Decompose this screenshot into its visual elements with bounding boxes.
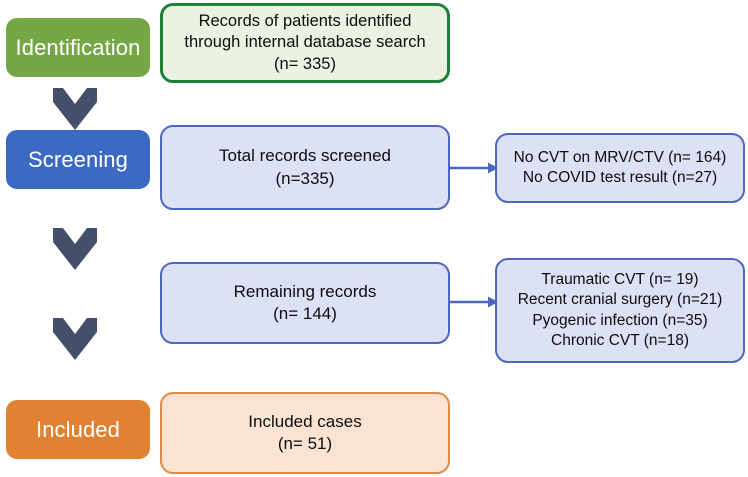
node-excluded-screening: No CVT on MRV/CTV (n= 164) No COVID test… <box>495 133 745 203</box>
node-excluded-screening-line1: No CVT on MRV/CTV (n= 164) <box>513 148 727 166</box>
stage-label-included: Included <box>6 400 150 459</box>
node-included-cases: Included cases (n= 51) <box>160 392 450 474</box>
node-remaining-records-line1: Remaining records <box>233 281 377 301</box>
node-excluded-remaining-line2: Recent cranial surgery (n=21) <box>517 291 723 309</box>
node-total-records-screened-line1: Total records screened <box>219 146 391 166</box>
node-records-identified-line1: Records of patients identified <box>198 11 412 30</box>
node-included-cases-count: (n= 51) <box>277 434 333 453</box>
node-excluded-remaining: Traumatic CVT (n= 19) Recent cranial sur… <box>495 258 745 363</box>
chevron-down-icon-3 <box>53 318 97 360</box>
arrow-right-icon-screening-exclusions <box>448 160 498 176</box>
chevron-down-icon-1 <box>53 88 97 130</box>
node-remaining-records: Remaining records (n= 144) <box>160 262 450 344</box>
stage-label-screening-text: Screening <box>28 146 128 172</box>
node-total-records-screened-count: (n=335) <box>275 168 335 188</box>
node-excluded-remaining-line3: Pyogenic infection (n=35) <box>532 311 708 329</box>
node-total-records-screened: Total records screened (n=335) <box>160 125 450 210</box>
node-included-cases-line1: Included cases <box>248 411 362 431</box>
stage-label-screening: Screening <box>6 130 150 189</box>
node-excluded-remaining-line1: Traumatic CVT (n= 19) <box>541 271 699 289</box>
node-remaining-records-count: (n= 144) <box>273 304 337 323</box>
stage-label-identification-text: Identification <box>15 34 141 60</box>
stage-label-identification: Identification <box>6 18 150 77</box>
node-excluded-remaining-line4: Chronic CVT (n=18) <box>551 331 689 349</box>
node-records-identified: Records of patients identified through i… <box>160 3 450 83</box>
node-records-identified-count: (n= 335) <box>274 54 336 73</box>
node-records-identified-line2: through internal database search <box>184 33 426 52</box>
chevron-down-icon-2 <box>53 228 97 270</box>
arrow-right-icon-remaining-exclusions <box>448 294 498 310</box>
stage-label-included-text: Included <box>36 416 120 442</box>
node-excluded-screening-line2: No COVID test result (n=27) <box>522 169 718 186</box>
